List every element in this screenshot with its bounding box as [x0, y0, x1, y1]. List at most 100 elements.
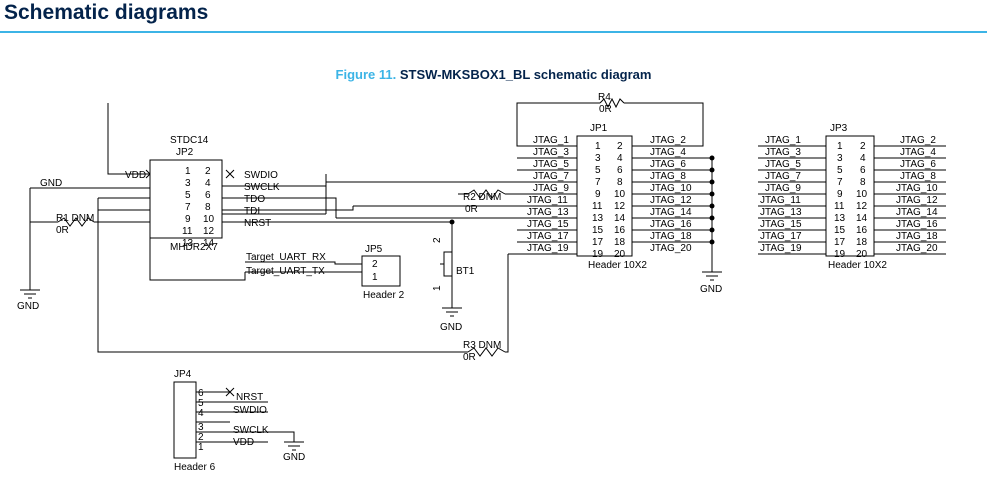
- jp3-connector-body: [825, 135, 875, 257]
- jp3-right-label: JTAG_14: [896, 207, 938, 218]
- jp4-net-label-nrst: NRST: [236, 392, 263, 403]
- ground-symbols: [20, 271, 722, 451]
- net-label-gnd: GND: [40, 178, 62, 189]
- jp3-right-label: JTAG_2: [900, 135, 936, 146]
- jp1-right-label: JTAG_14: [650, 207, 692, 218]
- jp5-pin: 2: [372, 259, 378, 270]
- net-label-swdio: SWDIO: [244, 170, 278, 181]
- stdc14-part-label: STDC14: [170, 135, 209, 146]
- jp1-left-labels: JTAG_1 JTAG_3 JTAG_5 JTAG_7 JTAG_9 JTAG_…: [527, 135, 569, 254]
- figure-caption: Figure 11. STSW-MKSBOX1_BL schematic dia…: [0, 67, 987, 82]
- jp1-pin: 20: [614, 249, 626, 260]
- jp1-left-label: JTAG_9: [533, 183, 569, 194]
- jp3-left-label: JTAG_13: [760, 207, 802, 218]
- jp3-pin: 19: [834, 249, 846, 260]
- jp4-net-label-swclk: SWCLK: [233, 425, 269, 436]
- jp1-pin: 3: [595, 153, 601, 164]
- jp5-connector-body: [361, 255, 401, 287]
- resistor-r3-symbol: [467, 347, 506, 357]
- stdc14-footprint-label: MHDR2X7: [170, 242, 218, 253]
- jp3-pin: 14: [856, 213, 868, 224]
- section-title: Schematic diagrams: [4, 1, 209, 24]
- jp3-pin: 10: [856, 189, 868, 200]
- jp3-pin: 18: [856, 237, 868, 248]
- jp3-left-labels: JTAG_1 JTAG_3 JTAG_5 JTAG_7 JTAG_9 JTAG_…: [760, 135, 802, 254]
- jp5-ref-label: JP5: [365, 244, 383, 255]
- jp1-pin: 13: [592, 213, 604, 224]
- jp3-right-label: JTAG_6: [900, 159, 936, 170]
- jp1-left-label: JTAG_1: [533, 135, 569, 146]
- jp3-pin: 13: [834, 213, 846, 224]
- bt1-pin: 2: [432, 237, 443, 243]
- stdc14-pin: 6: [205, 190, 211, 201]
- jp1-right-labels: JTAG_2 JTAG_4 JTAG_6 JTAG_8 JTAG_10 JTAG…: [650, 135, 692, 254]
- r1-ref: R1 DNM: [56, 213, 94, 224]
- jp1-pin: 10: [614, 189, 626, 200]
- gnd-label: GND: [440, 322, 462, 333]
- jp1-left-label: JTAG_5: [533, 159, 569, 170]
- jp1-pin: 18: [614, 237, 626, 248]
- jp3-right-label: JTAG_12: [896, 195, 938, 206]
- figure-number: Figure 11.: [335, 67, 397, 82]
- jp1-pin-numbers: 1 3 5 7 9 11 13 15 17 19 2 4 6 8 10 12 1…: [592, 141, 626, 260]
- resistor-r4-symbol: [599, 97, 625, 109]
- r3-value: 0R: [463, 352, 476, 363]
- jp1-pin: 6: [617, 165, 623, 176]
- stdc14-pin: 2: [205, 166, 211, 177]
- jp3-pin: 16: [856, 225, 868, 236]
- gnd-label: GND: [700, 284, 722, 295]
- jp3-right-label: JTAG_20: [896, 243, 938, 254]
- jp3-pin-numbers: 1 3 5 7 9 11 13 15 17 19 2 4 6 8 10 12 1…: [834, 141, 868, 260]
- jp3-pin: 9: [837, 189, 843, 200]
- jp3-right-label: JTAG_10: [896, 183, 938, 194]
- jp4-pin: 2: [198, 432, 204, 443]
- jp1-pin: 8: [617, 177, 623, 188]
- wires: [29, 102, 946, 443]
- jp3-right-label: JTAG_18: [896, 231, 938, 242]
- net-label-nrst: NRST: [244, 218, 271, 229]
- section-divider: [0, 31, 987, 33]
- jp5-pin: 1: [372, 272, 378, 283]
- jp1-right-label: JTAG_12: [650, 195, 692, 206]
- jp3-pin: 11: [834, 201, 845, 212]
- jp4-footprint-label: Header 6: [174, 462, 216, 473]
- jp3-left-label: JTAG_3: [765, 147, 801, 158]
- jp1-footprint-label: Header 10X2: [588, 260, 647, 271]
- jp4-pin: 6: [198, 388, 204, 399]
- jp3-right-label: JTAG_4: [900, 147, 936, 158]
- jp3-left-label: JTAG_19: [760, 243, 802, 254]
- stdc14-pin: 10: [203, 214, 215, 225]
- jp1-right-label: JTAG_16: [650, 219, 692, 230]
- stdc14-pin: 12: [203, 226, 215, 237]
- jp3-left-label: JTAG_11: [760, 195, 801, 206]
- stdc14-pin: 1: [185, 166, 191, 177]
- stdc14-pin: 4: [205, 178, 211, 189]
- jp3-right-label: JTAG_16: [896, 219, 938, 230]
- jp1-left-label: JTAG_15: [527, 219, 569, 230]
- jp3-pin: 3: [837, 153, 843, 164]
- jp1-right-label: JTAG_4: [650, 147, 686, 158]
- resistor-r1-symbol: [57, 217, 95, 227]
- jp3-footprint-label: Header 10X2: [828, 260, 887, 271]
- jp3-pin: 1: [837, 141, 843, 152]
- jp3-pin: 20: [856, 249, 868, 260]
- jp1-right-label: JTAG_20: [650, 243, 692, 254]
- stdc14-pin: 8: [205, 202, 211, 213]
- jp3-left-label: JTAG_9: [765, 183, 801, 194]
- jp1-pin: 16: [614, 225, 626, 236]
- r1-value: 0R: [56, 225, 69, 236]
- jp1-left-label: JTAG_3: [533, 147, 569, 158]
- jp1-right-label: JTAG_2: [650, 135, 686, 146]
- jp1-pin: 17: [592, 237, 604, 248]
- jp3-pin: 8: [860, 177, 866, 188]
- jp4-pin: 5: [198, 398, 204, 409]
- gnd-label: GND: [17, 301, 39, 312]
- resistor-r2-symbol: [467, 189, 506, 199]
- stdc14-pin: 9: [185, 214, 191, 225]
- stdc14-pin: 14: [203, 238, 215, 249]
- r2-value: 0R: [465, 204, 478, 215]
- r4-value: 0R: [599, 104, 612, 115]
- jp1-pin: 7: [595, 177, 601, 188]
- jp1-connector-body: [576, 135, 633, 257]
